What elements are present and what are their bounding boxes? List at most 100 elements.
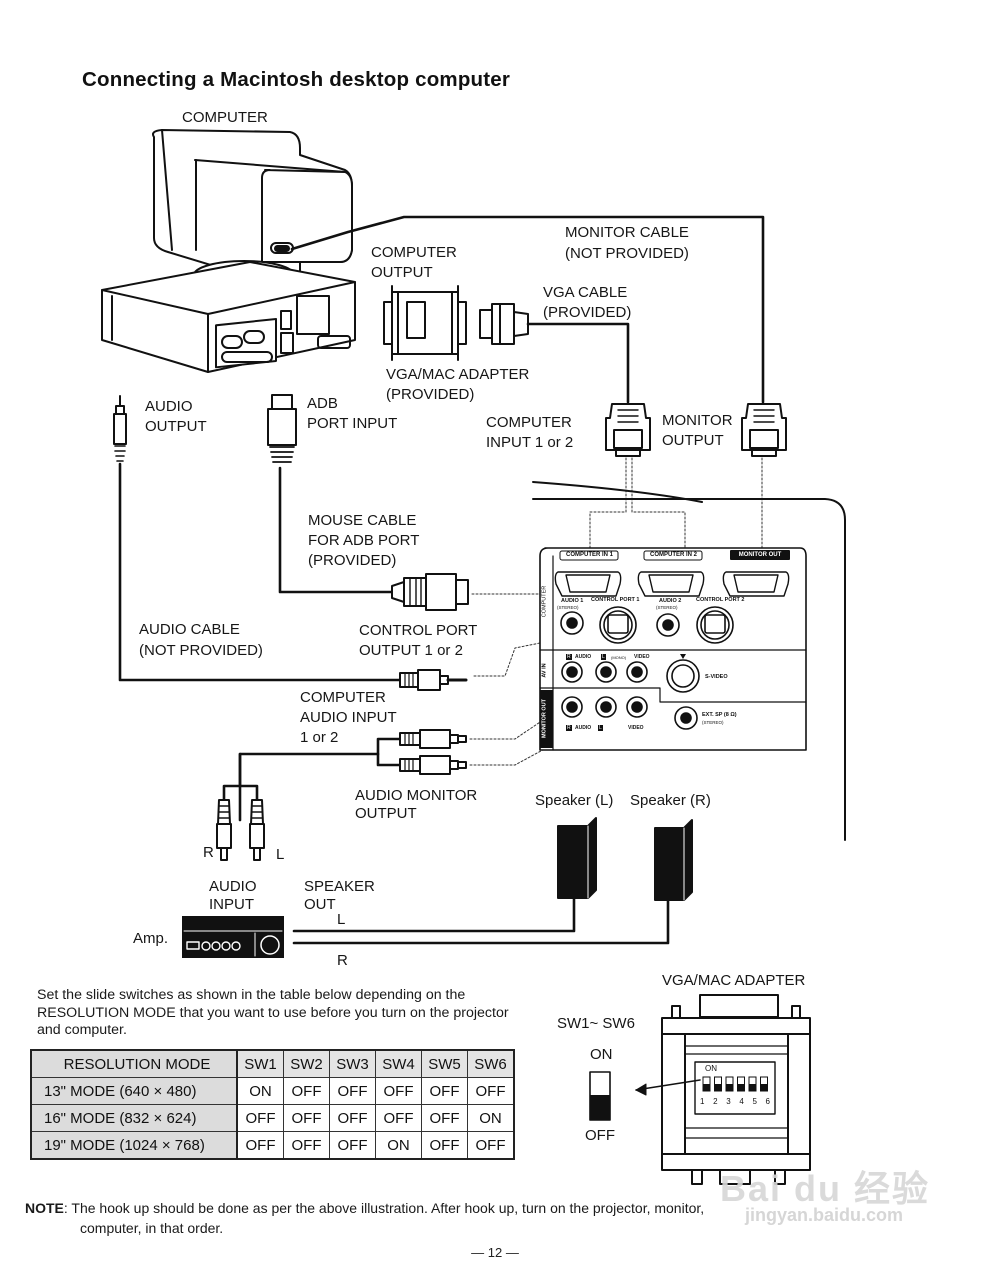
note-text: : The hook up should be done as per the … <box>63 1200 705 1216</box>
header-resolution-mode: RESOLUTION MODE <box>30 1049 238 1078</box>
panel-av-in-mono: (MONO) <box>611 655 627 660</box>
label-computer-audio-input-1: COMPUTER <box>300 689 386 706</box>
label-plug-l: L <box>276 846 285 863</box>
cell-sw2: OFF <box>283 1104 330 1132</box>
header-sw6: SW6 <box>467 1049 515 1078</box>
label-computer-input-2: INPUT 1 or 2 <box>486 434 574 451</box>
cell-resolution-mode: 16" MODE (832 × 624) <box>30 1104 238 1132</box>
panel-av-in-video: VIDEO <box>634 654 650 660</box>
cell-sw1: ON <box>236 1077 284 1105</box>
label-audio-cable-1: AUDIO CABLE <box>139 621 240 638</box>
header-sw3: SW3 <box>329 1049 376 1078</box>
dip-switch-knob-5 <box>749 1084 756 1091</box>
cell-sw5: OFF <box>421 1131 468 1160</box>
switch-on-label: ON <box>590 1046 613 1063</box>
rca-plug-icon <box>399 729 467 749</box>
panel-av-in-audio: AUDIO <box>575 654 592 660</box>
cell-sw2: OFF <box>283 1077 330 1105</box>
slide-switch-icon <box>589 1071 611 1121</box>
computer-input-connector-icon <box>605 403 651 457</box>
label-monitor-output-2: OUTPUT <box>662 432 724 449</box>
panel-label-computer-in-2: COMPUTER IN 2 <box>649 552 697 558</box>
panel-label-audio-2-stereo: (STEREO) <box>656 605 678 610</box>
panel-s-video: S-VIDEO <box>705 674 728 680</box>
instructions-text: Set the slide switches as shown in the t… <box>37 987 509 1038</box>
dip-number-6: 6 <box>765 1097 770 1106</box>
dip-switch-knob-4 <box>737 1084 745 1091</box>
header-sw2: SW2 <box>283 1049 330 1078</box>
cell-sw6: OFF <box>467 1131 515 1160</box>
note-text-continued: computer, in that order. <box>80 1220 224 1236</box>
dip-switch-knob-1 <box>703 1084 710 1091</box>
panel-label-computer-in-1: COMPUTER IN 1 <box>565 552 613 558</box>
label-adb-2: PORT INPUT <box>307 415 398 432</box>
macintosh-computer-icon <box>101 129 356 373</box>
audio-cable <box>118 462 402 682</box>
label-vga-mac-adapter-1: VGA/MAC ADAPTER <box>386 366 530 383</box>
label-mouse-cable-1: MOUSE CABLE <box>308 512 417 529</box>
panel-ext-sp: EXT. SP (8 Ω) <box>702 712 737 718</box>
amplifier-icon <box>182 916 284 958</box>
panel-mon-l: L <box>598 725 603 731</box>
label-speaker-out-2: OUT <box>304 896 336 913</box>
rca-plug-r-icon <box>216 799 232 861</box>
label-computer-output-2: OUTPUT <box>371 264 433 281</box>
mouse-cable-plug-icon <box>391 573 469 611</box>
panel-label-audio-1: AUDIO 1 <box>561 598 584 604</box>
cell-sw5: OFF <box>421 1104 468 1132</box>
projector-connector-panel <box>539 547 807 751</box>
cell-sw6: OFF <box>467 1077 515 1105</box>
adb-port-plug-icon <box>267 394 297 463</box>
dip-on-label: ON <box>705 1064 717 1073</box>
cell-sw4: ON <box>375 1131 422 1160</box>
header-sw5: SW5 <box>421 1049 468 1078</box>
cell-sw3: OFF <box>329 1077 376 1105</box>
panel-section-computer: COMPUTER <box>541 585 548 618</box>
monitor-cable <box>290 215 765 404</box>
dip-number-2: 2 <box>713 1097 718 1106</box>
label-computer-input-1: COMPUTER <box>486 414 572 431</box>
label-monitor-cable-1: MONITOR CABLE <box>565 224 689 241</box>
switch-off-label: OFF <box>585 1127 615 1144</box>
label-audio-input-2: INPUT <box>209 896 254 913</box>
label-monitor-output-1: MONITOR <box>662 412 733 429</box>
speaker-right-icon <box>654 819 693 901</box>
dip-number-5: 5 <box>752 1097 757 1106</box>
label-speaker-r: Speaker (R) <box>630 792 711 809</box>
watermark-brand: Bai du 经验 <box>720 1168 931 1209</box>
panel-label-audio-1-stereo: (STEREO) <box>557 605 579 610</box>
label-line-r: R <box>337 952 348 969</box>
panel-label-monitor-out: MONITOR OUT <box>738 552 782 558</box>
panel-label-control-port-2: CONTROL PORT 2 <box>696 597 745 603</box>
cell-sw5: OFF <box>421 1077 468 1105</box>
cell-sw1: OFF <box>236 1104 284 1132</box>
label-audio-cable-2: (NOT PROVIDED) <box>139 642 263 659</box>
panel-mon-video: VIDEO <box>628 725 644 731</box>
panel-label-control-port-1: CONTROL PORT 1 <box>591 597 640 603</box>
label-vga-mac-adapter-2: (PROVIDED) <box>386 386 475 403</box>
rca-plug-l-icon <box>249 799 265 861</box>
panel-ext-sp-stereo: (STEREO) <box>702 720 724 725</box>
dip-number-4: 4 <box>739 1097 744 1106</box>
label-vga-cable-2: (PROVIDED) <box>543 304 632 321</box>
label-monitor-cable-2: (NOT PROVIDED) <box>565 245 689 262</box>
label-computer-output-1: COMPUTER <box>371 244 457 261</box>
header-sw1: SW1 <box>236 1049 284 1078</box>
note-label: NOTE <box>25 1200 64 1216</box>
monitor-output-connector-icon <box>741 403 787 457</box>
cell-sw3: OFF <box>329 1104 376 1132</box>
cell-sw4: OFF <box>375 1104 422 1132</box>
switch-range-label: SW1~ SW6 <box>557 1015 635 1032</box>
label-speaker-l: Speaker (L) <box>535 792 614 809</box>
label-computer-audio-input-2: AUDIO INPUT <box>300 709 397 726</box>
label-mouse-cable-3: (PROVIDED) <box>308 552 397 569</box>
vga-mac-adapter-icon <box>383 285 467 361</box>
speaker-wire-r <box>292 898 670 945</box>
panel-mon-r: R <box>566 725 572 731</box>
header-sw4: SW4 <box>375 1049 422 1078</box>
page-number: — 12 — <box>471 1245 519 1260</box>
cell-sw4: OFF <box>375 1077 422 1105</box>
